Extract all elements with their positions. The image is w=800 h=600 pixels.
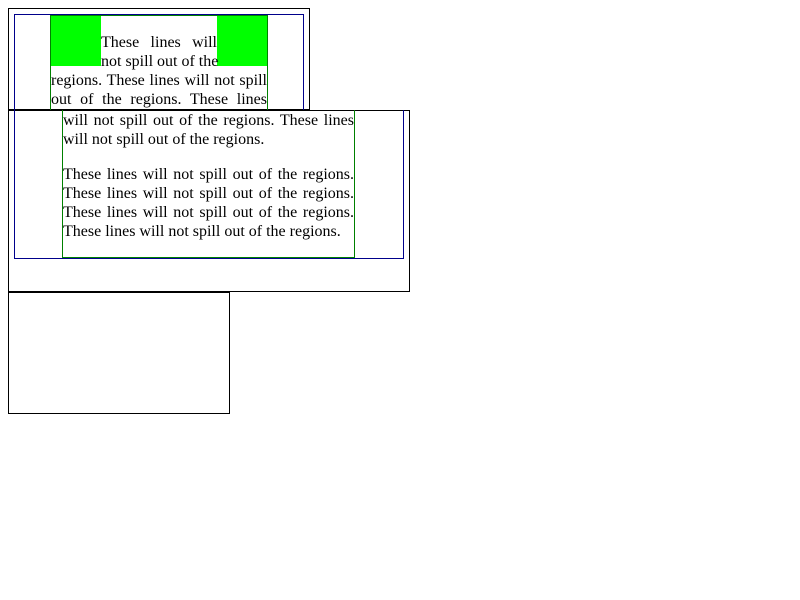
region-2-line: will not spill out of the regions. — [63, 131, 265, 148]
region-2-green-box: will not spill out of the regions. These… — [62, 110, 355, 258]
region-3 — [8, 292, 230, 414]
right-float-block — [217, 16, 267, 66]
region-1-line: regions. These lines will not spill — [51, 72, 267, 89]
region-1 — [8, 8, 310, 110]
region-2-line: These lines will not spill out of the re… — [63, 166, 354, 183]
region-1-green-box: These lines will not spill out of the re… — [50, 15, 268, 110]
region-2-paragraph-2: These lines will not spill out of the re… — [63, 165, 354, 241]
region-2-line: These lines will not spill out of the re… — [63, 185, 354, 202]
region-2-blue-box — [14, 110, 404, 259]
region-1-text-full: regions. These lines will not spill out … — [51, 71, 267, 109]
region-2-line: These lines will not spill out of the re… — [63, 223, 341, 240]
region-2-line: These lines will not spill out of the re… — [63, 204, 354, 221]
left-float-block — [51, 16, 101, 66]
region-2 — [8, 110, 410, 292]
region-1-text-top: These lines will not spill out of the — [101, 33, 219, 71]
region-1-line: These lines will — [101, 34, 217, 51]
region-1-line: not spill out of the — [101, 53, 219, 70]
region-1-line: out of the regions. These lines — [51, 91, 267, 108]
region-2-line: will not spill out of the regions. These… — [63, 112, 354, 129]
region-1-blue-box — [14, 14, 304, 110]
region-2-paragraph-1: will not spill out of the regions. These… — [63, 111, 354, 149]
